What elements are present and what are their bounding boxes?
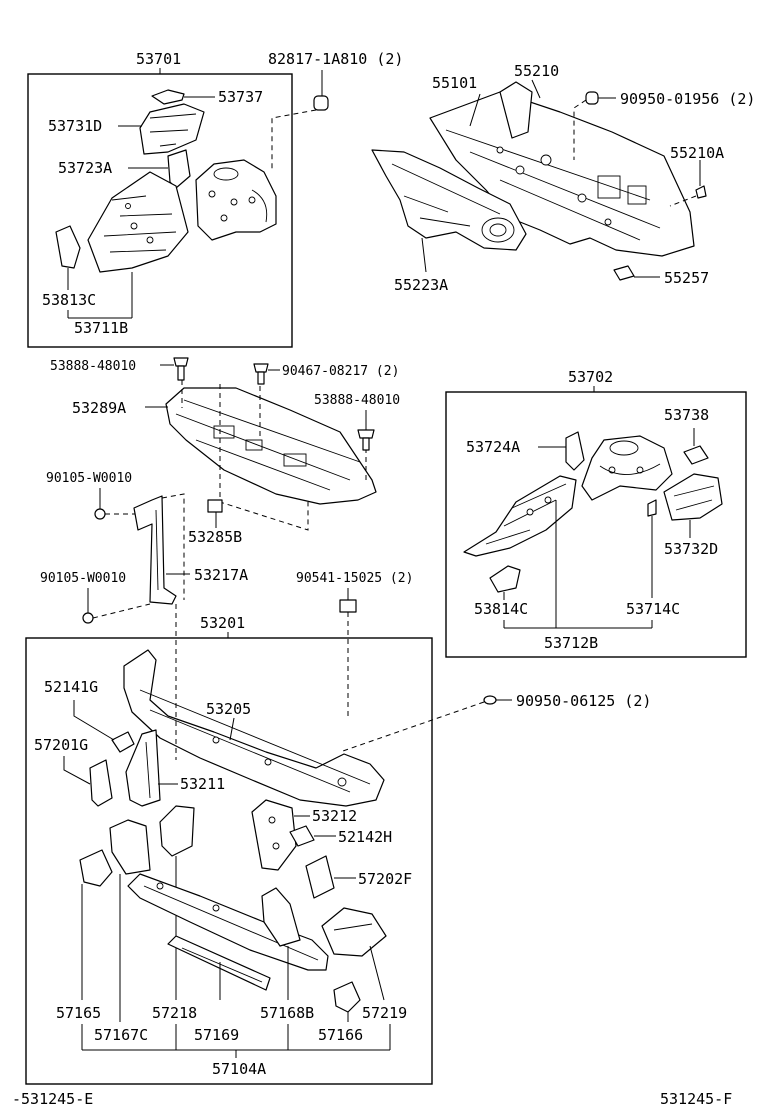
part-90950-06125-grommet <box>339 695 512 753</box>
part-90467-clip <box>253 363 280 385</box>
part-55210a-clip <box>669 160 707 207</box>
part-52141g-bracket <box>73 700 135 753</box>
part-53888-bolt-a <box>160 357 189 381</box>
part-90105-bolt-b <box>82 588 151 624</box>
part-53731d-bracket <box>118 103 205 155</box>
label-53737: 53737 <box>218 88 263 106</box>
part-52142h-bracket <box>289 825 336 847</box>
part-57202f-bracket <box>305 855 356 899</box>
part-strut-tower-right <box>581 435 673 501</box>
part-55257-plate <box>613 265 660 281</box>
label-53888-48010-a: 53888-48010 <box>50 359 136 374</box>
label-53701: 53701 <box>136 50 181 68</box>
label-57165: 57165 <box>56 1004 101 1022</box>
part-53738-bracket <box>683 428 709 465</box>
label-53211: 53211 <box>180 775 225 793</box>
label-52141g: 52141G <box>44 678 98 696</box>
part-57218-bracket <box>159 805 195 1000</box>
part-53211-support-side <box>125 729 178 807</box>
label-55257: 55257 <box>664 269 709 287</box>
part-53814c-plate <box>489 565 521 600</box>
label-53723a: 53723A <box>58 159 112 177</box>
label-53205: 53205 <box>206 700 251 718</box>
part-53724a-gusset <box>538 431 585 471</box>
part-53737-bracket <box>151 89 215 105</box>
label-53712b: 53712B <box>544 634 598 652</box>
label-53285b: 53285B <box>188 528 242 546</box>
part-53723a-gusset <box>128 149 191 189</box>
label-90467: 90467-08217 (2) <box>282 364 399 379</box>
label-90950-06125: 90950-06125 (2) <box>516 692 651 710</box>
label-57169: 57169 <box>194 1026 239 1044</box>
label-57168b: 57168B <box>260 1004 314 1022</box>
label-82817: 82817-1A810 (2) <box>268 50 403 68</box>
label-53724a: 53724A <box>466 438 520 456</box>
label-53813c: 53813C <box>42 291 96 309</box>
part-57104a-support-lower <box>127 873 329 971</box>
part-82817-clip <box>271 70 329 172</box>
part-strut-tower-left <box>195 159 277 241</box>
group-box-53201 <box>25 637 433 1085</box>
label-90105-w0010-a: 90105-W0010 <box>46 471 132 486</box>
label-57219: 57219 <box>362 1004 407 1022</box>
part-55210-reinforcement <box>499 79 541 139</box>
label-90950-01956: 90950-01956 (2) <box>620 90 755 108</box>
label-53289a: 53289A <box>72 399 126 417</box>
label-55101: 55101 <box>432 74 477 92</box>
part-57169-reinforcement <box>167 935 271 1000</box>
label-53814c: 53814C <box>474 600 528 618</box>
label-90105-w0010-b: 90105-W0010 <box>40 571 126 586</box>
part-53205-support-upper <box>123 649 385 807</box>
label-57104a: 57104A <box>212 1060 266 1078</box>
label-53731d: 53731D <box>48 117 102 135</box>
label-55210: 55210 <box>514 62 559 80</box>
label-55223a: 55223A <box>394 276 448 294</box>
part-53285b-bracket <box>207 499 223 513</box>
part-55223a-insulator <box>371 149 527 273</box>
label-57167c: 57167C <box>94 1026 148 1044</box>
part-53712b-side-member <box>463 475 577 557</box>
label-57202f: 57202F <box>358 870 412 888</box>
label-57218: 57218 <box>152 1004 197 1022</box>
label-90541: 90541-15025 (2) <box>296 571 413 586</box>
label-52142h: 52142H <box>338 828 392 846</box>
part-53212-support-side <box>251 799 310 871</box>
part-57201g-bracket <box>63 756 113 807</box>
part-53217a-stay <box>133 493 185 605</box>
part-53732d-bracket <box>663 473 723 538</box>
label-53201: 53201 <box>200 614 245 632</box>
footer-code-left: -531245-E <box>12 1090 93 1108</box>
part-53888-bolt-b <box>357 410 375 451</box>
part-57167c-bracket <box>109 819 151 1022</box>
part-57166-bracket <box>333 981 361 1022</box>
part-53714c-bracket <box>647 499 657 598</box>
label-57166: 57166 <box>318 1026 363 1044</box>
label-53217a: 53217A <box>194 566 248 584</box>
label-53738: 53738 <box>664 406 709 424</box>
label-53702: 53702 <box>568 368 613 386</box>
label-55210a: 55210A <box>670 144 724 162</box>
part-57165-bracket <box>79 849 113 1000</box>
part-53289a-cowl-panel <box>165 387 377 505</box>
label-53212: 53212 <box>312 807 357 825</box>
part-53813c-plate <box>55 225 81 290</box>
part-90541-nut <box>339 588 357 716</box>
part-90950-01956-grommet <box>573 91 616 160</box>
footer-code-right: 531245-F <box>660 1090 732 1108</box>
label-57201g: 57201G <box>34 736 88 754</box>
part-90105-bolt-a <box>94 488 136 520</box>
part-57168b-bracket <box>261 887 301 1000</box>
label-53888-48010-b: 53888-48010 <box>314 393 400 408</box>
group-box-53702 <box>445 391 747 658</box>
part-57219-bracket <box>321 907 387 1001</box>
label-53732d: 53732D <box>664 540 718 558</box>
label-53711b: 53711B <box>74 319 128 337</box>
part-53711b-apron <box>87 171 189 273</box>
label-53714c: 53714C <box>626 600 680 618</box>
